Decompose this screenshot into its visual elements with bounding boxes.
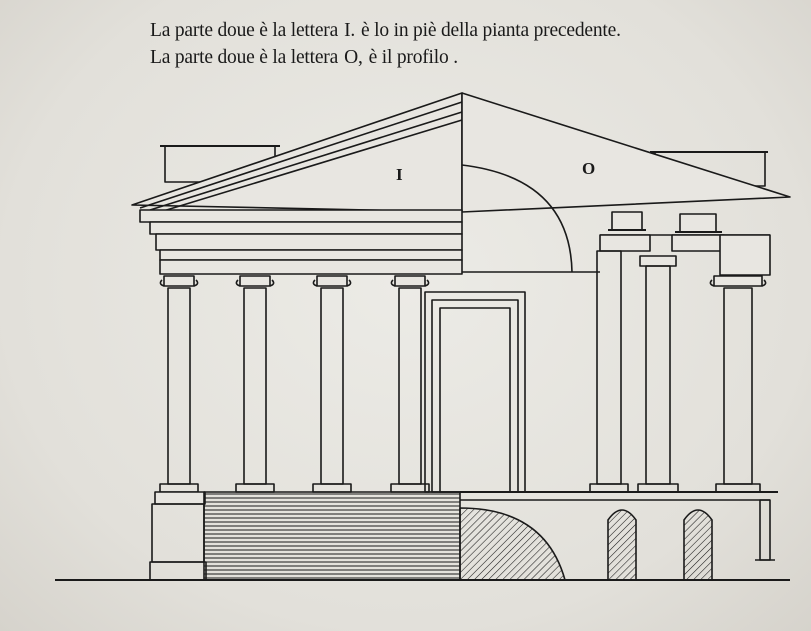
column-6 (637, 255, 679, 493)
label-profile-o: O (582, 159, 595, 178)
column-2 (235, 275, 275, 493)
podium-section-hatch (203, 491, 461, 581)
caption-line-2-rest: è il profilo . (368, 47, 458, 68)
column-1 (159, 275, 199, 493)
column-7 (709, 275, 767, 493)
podium-vault-hatch (459, 507, 566, 581)
caption-line-1-text: La parte doue è la lettera (150, 20, 339, 41)
column-3 (312, 275, 352, 493)
arch-opening-left (607, 509, 637, 581)
pediment-profile (461, 92, 791, 213)
label-section-i: I (396, 165, 403, 184)
caption-letter-i: I. (344, 20, 356, 41)
caption-line-1-rest: è lo in piè della pianta precedente. (361, 20, 621, 41)
ornament-right (679, 213, 717, 233)
vault-curve (461, 164, 573, 273)
arch-opening-right (683, 509, 713, 581)
caption-line-2-text: La parte doue è la lettera (150, 47, 339, 68)
column-4 (390, 275, 430, 493)
column-5 (589, 250, 629, 493)
caption-letter-o: O, (344, 47, 363, 68)
ornament-left (611, 211, 643, 231)
